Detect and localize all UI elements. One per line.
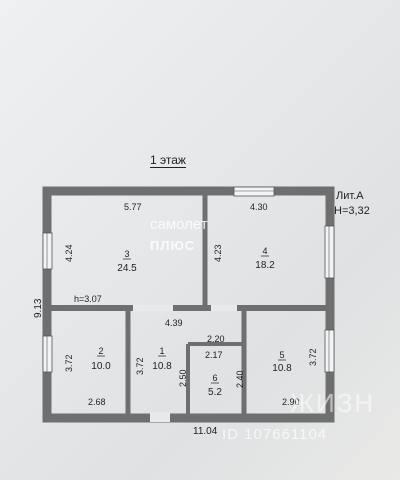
room-5-area: 10.8 <box>272 363 292 374</box>
room-1-area: 10.8 <box>152 361 172 372</box>
dim-overall-height: 9.13 <box>33 298 44 318</box>
dim-room2-height: 3.72 <box>64 354 74 372</box>
dim-room6-width: 2.17 <box>205 350 223 360</box>
dim-corridor-width: 4.39 <box>165 318 183 328</box>
room-5-number: 5 <box>279 350 284 360</box>
room-2-number: 2 <box>98 346 103 356</box>
watermark-big: ЖИЗН <box>290 388 376 418</box>
room-6-area: 5.2 <box>208 387 222 398</box>
height-label: Н=3,32 <box>334 205 370 217</box>
litera-block: Лит.А Н=3,32 <box>334 190 370 217</box>
watermark-brand-sub: ПЛЮС <box>150 238 196 253</box>
dim-bottom-left: 2.68 <box>88 397 106 407</box>
openings <box>42 186 335 422</box>
dim-top-left: 5.77 <box>124 202 142 212</box>
interior-walls <box>51 195 326 414</box>
dim-top-of-6: 2.20 <box>207 334 225 344</box>
watermark-listing-id: ID 107661104 <box>222 426 328 443</box>
dimension-labels: 5.77 4.30 4.24 4.23 h=3.07 9.13 4.39 3.7… <box>33 202 318 437</box>
room-4-number: 4 <box>262 246 267 256</box>
room-3-area: 24.5 <box>117 263 137 274</box>
litera-label: Лит.А <box>336 190 364 202</box>
dim-room6-left: 2.50 <box>178 369 188 387</box>
dim-ceiling: h=3.07 <box>74 294 102 304</box>
dim-overall-width: 11.04 <box>193 426 218 437</box>
watermark-brand: самолет <box>150 216 208 233</box>
dim-room4-height: 4.23 <box>213 244 223 262</box>
room-3-number: 3 <box>124 249 129 259</box>
room-1-number: 1 <box>159 346 164 356</box>
dim-room1-height: 3.72 <box>135 357 145 375</box>
dim-top-right: 4.30 <box>250 202 268 212</box>
room-2-area: 10.0 <box>91 361 111 372</box>
dim-room5-height: 3.72 <box>308 348 318 366</box>
floor-title: 1 этаж <box>150 153 186 168</box>
room-4-area: 18.2 <box>255 260 275 271</box>
dim-room6-right: 2.40 <box>235 370 245 388</box>
outer-walls <box>42 186 335 423</box>
room-labels: 3 24.5 4 18.2 2 10.0 1 10.8 6 5.2 5 10.8 <box>91 246 292 398</box>
dim-room3-height: 4.24 <box>64 244 74 262</box>
dim-bottom-right: 2.90 <box>282 397 300 407</box>
room-6-number: 6 <box>212 373 217 383</box>
